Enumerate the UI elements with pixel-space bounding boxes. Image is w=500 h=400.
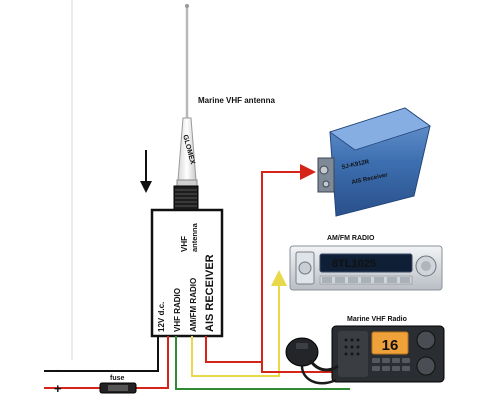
vhf-channel-display: 16 — [382, 337, 399, 354]
vhf-radio-title: Marine VHF Radio — [347, 316, 407, 323]
mounting-arrow — [140, 150, 152, 193]
power-negative-wire — [44, 336, 159, 372]
port-vhf-radio-label: VHF RADIO — [173, 288, 182, 332]
box-ais-receiver-label: AIS RECEIVER — [204, 254, 216, 332]
amfm-display-text: 8TL1025 — [332, 258, 376, 270]
vhf-handset-microphone — [285, 337, 339, 385]
minus-sign: − — [54, 363, 62, 378]
fuse — [99, 382, 137, 394]
ais-receiver-device: SJ-K912R AIS Receiver — [317, 107, 431, 217]
red-wire-to-vhf-radio — [261, 362, 342, 373]
box-vhf-antenna-line2: antenna — [190, 222, 199, 252]
amfm-radio: 8TL1025 — [289, 245, 443, 291]
box-vhf-antenna-line1: VHF — [180, 236, 189, 252]
mount-thread-lines — [175, 189, 197, 207]
plus-sign: + — [54, 381, 62, 396]
power-positive-wire-after-fuse — [136, 336, 169, 389]
vhf-antenna: GLOMEX — [173, 4, 199, 211]
antenna-label: Marine VHF antenna — [198, 96, 275, 105]
ais-model-label: SJ-K912R — [341, 159, 370, 171]
port-amfm-radio-label: AM/FM RADIO — [189, 278, 198, 332]
fuse-label: fuse — [110, 375, 125, 382]
marine-vhf-radio: 16 — [331, 325, 445, 383]
yellow-wire-to-amfm — [191, 270, 287, 377]
amfm-title: AM/FM RADIO — [327, 235, 375, 242]
antenna-tip — [185, 4, 189, 8]
port-12v-label: 12V d.c. — [157, 302, 166, 332]
amfm-preset-buttons — [322, 277, 410, 283]
antenna-base — [176, 179, 198, 187]
ais-receiver-box: VHF antenna AIS RECEIVER 12V d.c. VHF RA… — [150, 208, 224, 338]
green-wire-to-vhf-radio — [175, 336, 350, 390]
